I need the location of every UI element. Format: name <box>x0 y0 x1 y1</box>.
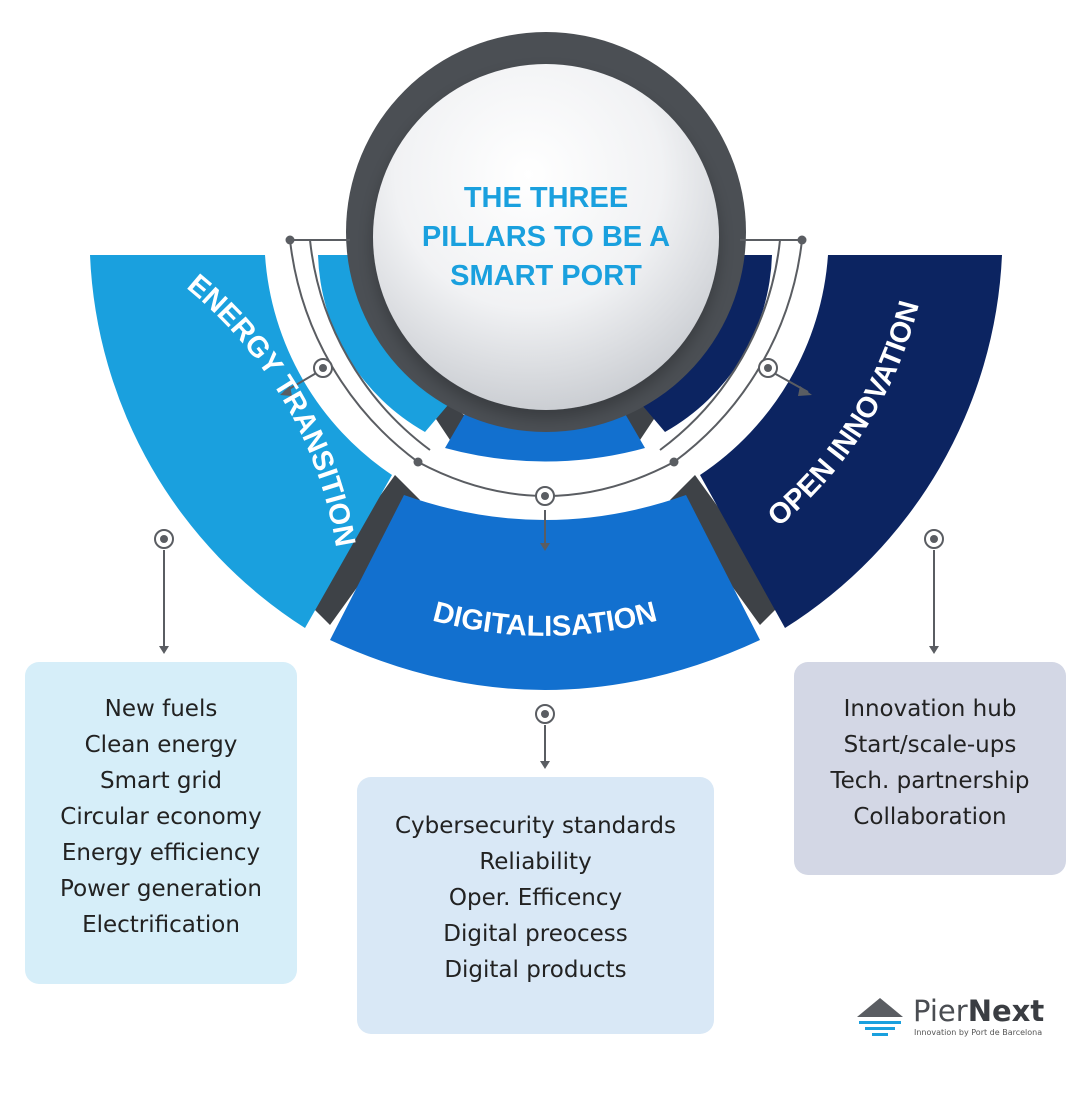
list-item: Innovation hub <box>843 696 1017 722</box>
brand-name-bold: Next <box>967 994 1045 1028</box>
list-item: Cybersecurity standards <box>394 813 677 839</box>
list-item: Oper. Efficency <box>448 885 623 911</box>
center-sphere[interactable] <box>373 64 719 410</box>
connector-dots <box>285 235 807 467</box>
digitalisation-box: Cybersecurity standards Reliability Oper… <box>357 777 714 1034</box>
brand-tagline: Innovation by Port de Barcelona <box>914 1028 1043 1037</box>
open-innovation-box: Innovation hub Start/scale-ups Tech. par… <box>794 662 1066 875</box>
digitalisation-segment[interactable] <box>330 495 760 690</box>
energy-transition-segment[interactable] <box>90 255 392 628</box>
list-item: Electrification <box>82 912 240 938</box>
center-title-line-3: SMART PORT <box>450 260 642 292</box>
piernext-brand[interactable]: PierNext Innovation by Port de Barcelona <box>855 994 1065 1044</box>
list-item: Start/scale-ups <box>843 732 1017 758</box>
node-open-inner <box>758 358 778 378</box>
center-title: THE THREE PILLARS TO BE A SMART PORT <box>422 182 670 292</box>
list-item: Clean energy <box>84 732 238 758</box>
list-item: Energy efficiency <box>61 840 261 866</box>
connector-nodes <box>154 358 944 724</box>
list-item: Digital preocess <box>443 921 628 947</box>
list-item: Power generation <box>60 876 262 902</box>
list-item: Digital products <box>444 957 627 983</box>
list-item: Collaboration <box>853 804 1007 830</box>
node-digital-inner <box>535 486 555 506</box>
list-item: Reliability <box>479 849 592 875</box>
open-shadow-panel <box>670 475 785 625</box>
list-item: Circular economy <box>60 804 262 830</box>
list-item: New fuels <box>104 696 218 722</box>
list-item: Smart grid <box>100 768 222 794</box>
connector-arrowheads <box>159 386 939 769</box>
brand-name-light: Pier <box>913 994 968 1028</box>
energy-transition-box: New fuels Clean energy Smart grid Circul… <box>25 662 297 984</box>
energy-shadow-panel <box>305 475 420 625</box>
center-title-line-1: THE THREE <box>464 182 628 214</box>
open-innovation-segment[interactable] <box>700 255 1002 628</box>
node-energy-inner <box>313 358 333 378</box>
brand-name: PierNext <box>913 994 1044 1028</box>
list-item: Tech. partnership <box>830 768 1030 794</box>
center-title-line-2: PILLARS TO BE A <box>422 221 670 253</box>
node-digital-outer <box>535 704 555 724</box>
piernext-logo-icon <box>857 998 903 1036</box>
node-open-outer <box>924 529 944 549</box>
node-energy-outer <box>154 529 174 549</box>
